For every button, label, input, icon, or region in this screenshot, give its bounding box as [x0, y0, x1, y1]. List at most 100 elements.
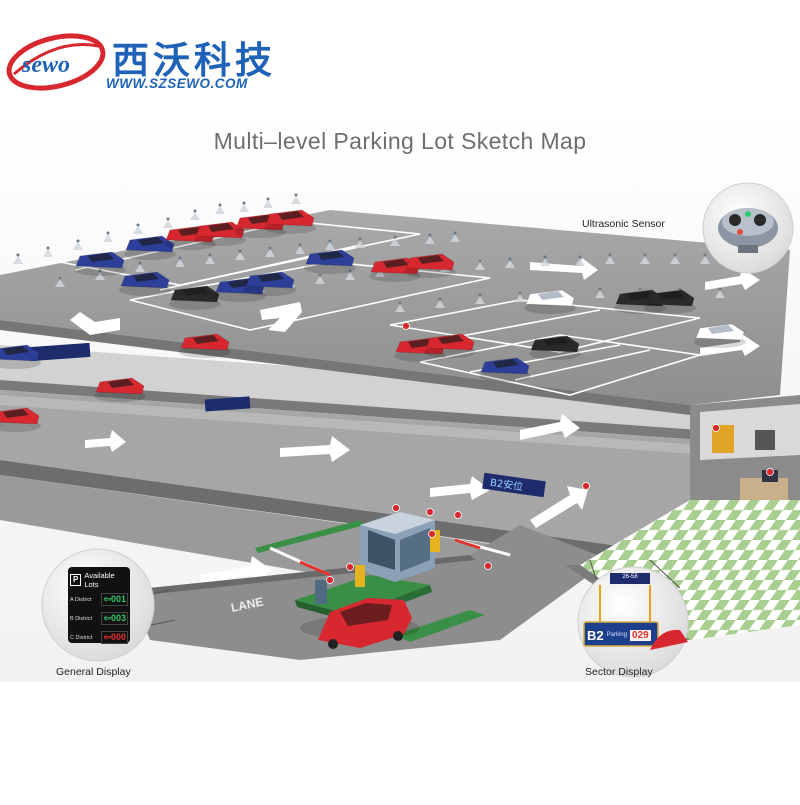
- numbered-callouts: [326, 322, 774, 584]
- sensor-cone: [175, 259, 185, 267]
- callout-marker: [484, 562, 492, 570]
- sensor-head: [16, 253, 20, 257]
- sensor-head: [438, 297, 442, 301]
- sensor-cone: [235, 252, 245, 260]
- available-lots-row: C District⇦000: [70, 631, 128, 644]
- district-name: A District: [70, 596, 92, 603]
- parked-car: [644, 289, 696, 314]
- parked-car: [479, 357, 531, 382]
- sensor-cone: [263, 200, 273, 208]
- company-name: 西沃科技: [112, 39, 276, 82]
- available-lots-header: Available Lots: [84, 571, 115, 589]
- ultrasonic-sensor-bubble: [702, 182, 794, 274]
- sensor-head: [453, 231, 457, 235]
- general-display-label: General Display: [56, 666, 131, 678]
- parked-car: [194, 221, 246, 246]
- parked-car: [169, 285, 221, 310]
- sensor-head: [138, 261, 142, 265]
- sensor-cone: [475, 296, 485, 304]
- parked-car: [244, 271, 296, 296]
- sensor-cone: [205, 256, 215, 264]
- sensor-head: [166, 217, 170, 221]
- wall-sign-a: [29, 342, 251, 412]
- top-floor-deck: [0, 210, 790, 405]
- sensor-cone: [640, 256, 650, 264]
- parked-car: [304, 249, 356, 274]
- sensor-head: [208, 253, 212, 257]
- sensor-head: [298, 243, 302, 247]
- entering-car: [300, 598, 420, 649]
- sensor-cone: [135, 264, 145, 272]
- sensor-head: [703, 253, 707, 257]
- sensor-head: [678, 287, 682, 291]
- sensor-head: [348, 269, 352, 273]
- callout-marker: [454, 511, 462, 519]
- sensor-head: [238, 249, 242, 253]
- sensor-head: [106, 231, 110, 235]
- callout-marker: [402, 322, 410, 330]
- sensor-cone: [215, 206, 225, 214]
- callout-marker: [392, 504, 400, 512]
- available-lots-row: A District⇦001: [70, 593, 128, 606]
- sector-display-content: B2 Parking 029: [587, 625, 657, 645]
- sensor-head: [58, 276, 62, 280]
- parked-car: [119, 271, 171, 296]
- sensor-head: [478, 259, 482, 263]
- sensor-cone: [133, 226, 143, 234]
- sensor-cone: [595, 290, 605, 298]
- sensor-cone: [670, 256, 680, 264]
- sensor-cone: [435, 300, 445, 308]
- sensor-head: [218, 203, 222, 207]
- sensor-head: [46, 246, 50, 250]
- sensor-cone: [425, 236, 435, 244]
- parked-car: [94, 377, 146, 402]
- sensor-cone: [73, 242, 83, 250]
- sensor-head: [242, 201, 246, 205]
- toll-booth: [360, 512, 435, 582]
- callout-marker: [712, 424, 720, 432]
- sector-level-code: B2: [587, 627, 604, 643]
- barrier-arms: [269, 530, 511, 604]
- parked-car: [524, 289, 576, 314]
- sensor-cone: [575, 258, 585, 266]
- parked-car: [264, 209, 316, 234]
- sector-count: 029: [629, 629, 651, 641]
- parked-car: [179, 333, 231, 358]
- sensor-head: [638, 287, 642, 291]
- sensor-head: [398, 301, 402, 305]
- parked-car: [404, 253, 456, 278]
- parked-cars: [0, 209, 746, 432]
- sensor-cone: [291, 196, 301, 204]
- parked-car: [529, 335, 581, 360]
- sensor-cone: [95, 272, 105, 280]
- sensor-head: [328, 239, 332, 243]
- sensor-head: [608, 253, 612, 257]
- callout-marker: [766, 468, 774, 476]
- sensor-cone: [700, 256, 710, 264]
- district-count: ⇦000: [101, 631, 128, 644]
- sensor-cone: [13, 256, 23, 264]
- logo-mark-text: sewo: [21, 52, 70, 78]
- sensor-cone: [450, 234, 460, 242]
- callout-marker: [326, 576, 334, 584]
- callout-marker: [426, 508, 434, 516]
- parked-car: [74, 251, 126, 276]
- sensor-head: [543, 255, 547, 259]
- sensor-head: [266, 197, 270, 201]
- page-title: Multi–level Parking Lot Sketch Map: [213, 128, 587, 154]
- sensor-head: [643, 253, 647, 257]
- sensor-cone: [315, 276, 325, 284]
- sector-sign-code: 26-58: [622, 574, 638, 580]
- sector-display-label: Sector Display: [585, 666, 653, 678]
- sensor-cone: [103, 234, 113, 242]
- callout-marker: [346, 563, 354, 571]
- parking-p-icon: P: [70, 574, 82, 586]
- sensor-cone: [43, 249, 53, 257]
- callout-marker: [582, 482, 590, 490]
- sensor-head: [428, 233, 432, 237]
- sensor-head: [136, 223, 140, 227]
- sensor-cone: [390, 238, 400, 246]
- sector-sub-label: Parking: [606, 632, 627, 638]
- ultrasonic-sensor-label: Ultrasonic Sensor: [582, 218, 665, 230]
